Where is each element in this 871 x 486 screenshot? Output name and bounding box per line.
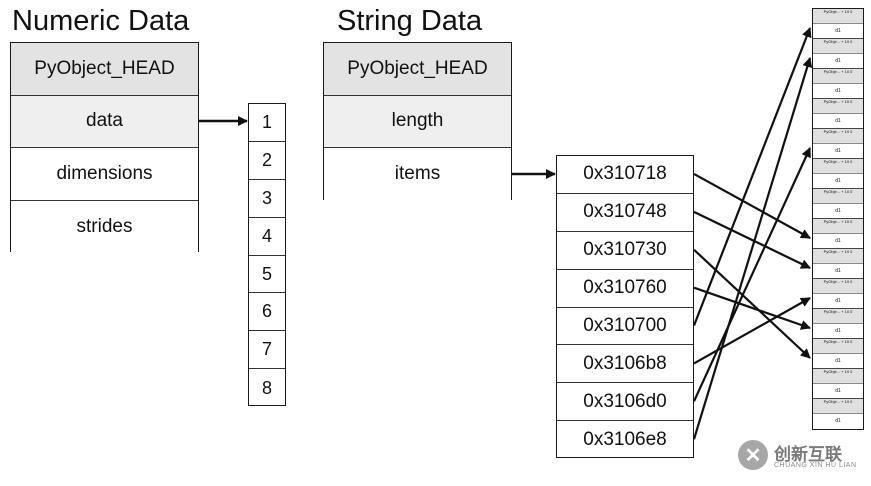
numeric-field-dimensions: dimensions — [11, 148, 198, 201]
string-object-data: d1 — [835, 58, 841, 64]
numeric-field-strides: strides — [11, 200, 198, 253]
pointer-arrow — [693, 210, 811, 269]
pointer-cell: 0x310700 — [557, 308, 693, 346]
string-object-data: d1 — [835, 388, 841, 394]
string-object-header: PyObje... + 10 0 — [813, 369, 863, 384]
string-object-header: PyObje... + 10 0 — [813, 309, 863, 324]
pointer-cell: 0x310730 — [557, 232, 693, 270]
watermark-logo-icon: ✕ — [738, 440, 768, 470]
string-object: PyObje... + 10 0 d1 — [813, 189, 863, 219]
numeric-field-pyobject-head: PyObject_HEAD — [11, 43, 198, 96]
string-object-data: d1 — [835, 28, 841, 34]
pointer-cell: 0x310760 — [557, 270, 693, 308]
pointer-cell: 0x310718 — [557, 156, 693, 194]
string-object-header: PyObje... + 10 0 — [813, 249, 863, 264]
string-object-header: PyObje... + 10 0 — [813, 399, 863, 414]
string-object: PyObje... + 10 0 d1 — [813, 369, 863, 399]
buffer-value: 8 — [261, 377, 272, 398]
string-object: PyObje... + 10 0 d1 — [813, 309, 863, 339]
string-object: PyObje... + 10 0 d1 — [813, 219, 863, 249]
string-struct: PyObject_HEAD length items — [323, 42, 512, 201]
numeric-data-title: Numeric Data — [12, 5, 190, 37]
pointer-arrow — [692, 147, 812, 402]
pointer-cell: 0x310748 — [557, 194, 693, 232]
string-object-data: d1 — [835, 268, 841, 274]
string-object: PyObje... + 10 0 d1 — [813, 69, 863, 99]
watermark-text-cn: 创新互联 — [774, 445, 842, 464]
string-object-data: d1 — [835, 358, 841, 364]
buffer-value: 6 — [249, 293, 285, 332]
string-object-data: d1 — [835, 328, 841, 334]
string-object-header: PyObje... + 10 0 — [813, 159, 863, 174]
watermark-text-en: CHUANG XIN HU LIAN — [774, 462, 857, 469]
string-field-items: items — [324, 148, 511, 201]
string-object: PyObje... + 10 0 d1 — [813, 99, 863, 129]
string-object-data: d1 — [835, 238, 841, 244]
string-object-data: d1 — [835, 418, 841, 424]
string-object-data: d1 — [835, 298, 841, 304]
buffer-value: 2 — [249, 142, 285, 180]
string-object-header: PyObje... + 10 0 — [813, 99, 863, 114]
string-object: PyObje... + 10 0 d1 — [813, 159, 863, 189]
string-data-title: String Data — [337, 5, 483, 37]
string-object: PyObje... + 10 0 d1 — [813, 249, 863, 279]
string-field-pyobject-head: PyObject_HEAD — [324, 43, 511, 96]
string-object-data: d1 — [835, 178, 841, 184]
pointer-cell: 0x3106e8 — [583, 429, 667, 451]
pointer-arrow — [693, 172, 811, 239]
pointer-arrow — [693, 286, 811, 330]
string-object-data: d1 — [835, 118, 841, 124]
string-field-length: length — [324, 95, 511, 148]
pointer-cell: 0x3106b8 — [557, 345, 693, 384]
pointer-arrow — [692, 27, 812, 326]
string-object-header: PyObje... + 10 0 — [813, 339, 863, 354]
string-object-data: d1 — [835, 88, 841, 94]
string-object-data: d1 — [835, 208, 841, 214]
buffer-value: 7 — [249, 331, 285, 370]
numeric-struct: PyObject_HEAD data dimensions strides — [10, 42, 199, 253]
string-object-header: PyObje... + 10 0 — [813, 279, 863, 294]
string-object-header: PyObje... + 10 0 — [813, 69, 863, 84]
pointer-cell: 0x3106d0 — [557, 383, 693, 422]
string-object: PyObje... + 10 0 d1 — [813, 339, 863, 369]
string-object: PyObje... + 10 0 d1 — [813, 399, 863, 429]
string-object-header: PyObje... + 10 0 — [813, 219, 863, 234]
pointer-array: 0x310718 0x310748 0x310730 0x310760 0x31… — [556, 155, 694, 458]
buffer-value: 3 — [249, 180, 285, 218]
string-object-header: PyObje... + 10 0 — [813, 189, 863, 204]
string-object: PyObje... + 10 0 d1 — [813, 39, 863, 69]
string-object-header: PyObje... + 10 0 — [813, 9, 863, 24]
buffer-value: 1 — [249, 104, 285, 142]
string-object-header: PyObje... + 10 0 — [813, 39, 863, 54]
string-object: PyObje... + 10 0 d1 — [813, 279, 863, 309]
string-object-header: PyObje... + 10 0 — [813, 129, 863, 144]
watermark-logo: ✕ 创新互联 CHUANG XIN HU LIAN — [738, 438, 868, 478]
pointer-arrow — [693, 297, 811, 365]
buffer-value: 5 — [249, 256, 285, 294]
string-object-data: d1 — [835, 148, 841, 154]
string-object: PyObje... + 10 0 d1 — [813, 129, 863, 159]
pointer-arrow — [693, 248, 811, 359]
numeric-field-data: data — [11, 95, 198, 148]
numeric-buffer: 1 2 3 4 5 6 7 8 — [248, 103, 286, 406]
buffer-value: 4 — [249, 218, 285, 256]
pointer-arrow — [692, 57, 813, 440]
string-object: PyObje... + 10 0 d1 — [813, 9, 863, 39]
